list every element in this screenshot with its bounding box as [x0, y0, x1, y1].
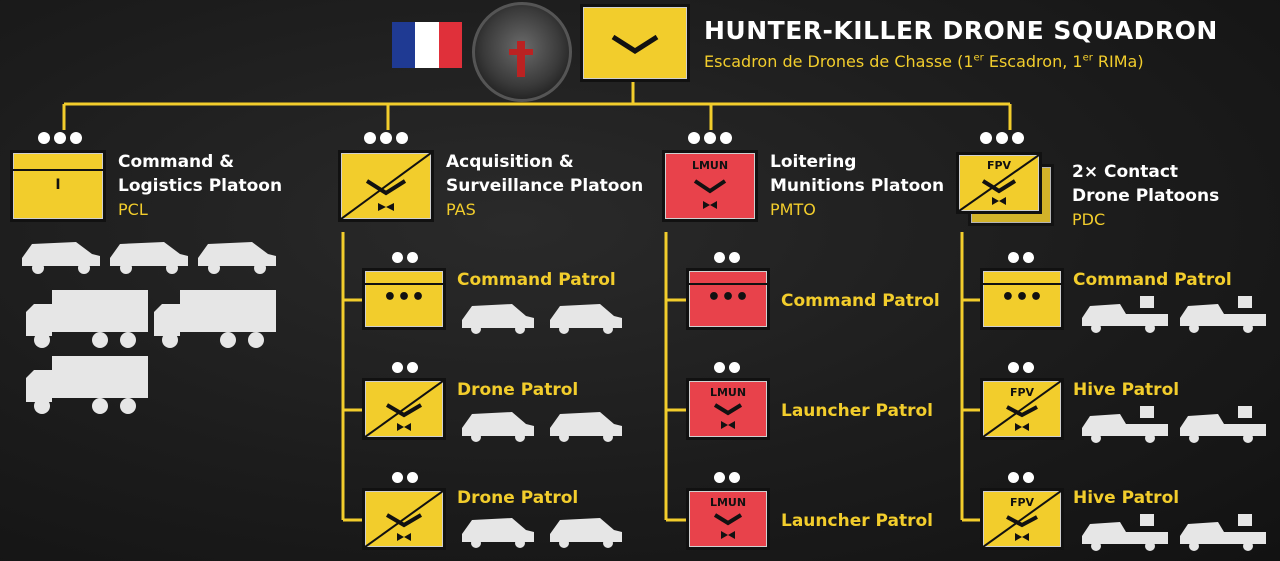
pmto-symbol: LMUN	[662, 150, 758, 222]
pdc-command-patrol-symbol: •••	[980, 268, 1064, 330]
patrol-echelon-dots	[1008, 362, 1034, 376]
patrol-echelon-dots	[1008, 472, 1034, 486]
truck-icon	[26, 290, 148, 348]
pas-symbol	[338, 150, 434, 222]
pdc-symbol: FPV	[956, 152, 1042, 214]
patrol-label: Launcher Patrol	[781, 401, 934, 421]
platoon-echelon-dots	[364, 132, 408, 146]
pickup-truck-icon	[1180, 406, 1266, 443]
truck-icon	[154, 290, 276, 348]
fpv-symbol-text: FPV	[1009, 386, 1035, 399]
drone-chevron-icon	[611, 34, 659, 54]
patrol-label: Drone Patrol	[457, 488, 579, 508]
light-vehicle-icon	[198, 242, 276, 274]
pmto-symbol-text: LMUN	[691, 159, 729, 172]
pdc-hive-patrol-symbol: FPV	[980, 378, 1064, 440]
regiment-emblem-icon	[472, 2, 572, 102]
patrol-label: Command Patrol	[457, 270, 616, 290]
fpv-drone-icon	[959, 155, 1039, 211]
lmun-symbol-text: LMUN	[709, 496, 747, 509]
patrol-echelon-dots	[714, 252, 740, 266]
fpv-drone-icon	[983, 381, 1061, 437]
platoon-label-pas: Acquisition &Surveillance Platoon PAS	[446, 152, 644, 219]
patrol-label: Hive Patrol	[1073, 488, 1180, 508]
light-vehicle-icon	[462, 412, 534, 442]
flag-white-stripe	[415, 22, 439, 68]
patrol-echelon-dots	[392, 362, 418, 376]
platoon-echelon-dots	[38, 132, 82, 146]
loitering-munition-icon	[713, 403, 743, 429]
light-vehicle-icon	[462, 518, 534, 548]
pcl-symbol: I	[10, 150, 106, 222]
fpv-drone-icon	[983, 491, 1061, 547]
lmun-symbol-text: LMUN	[709, 386, 747, 399]
patrol-label: Launcher Patrol	[781, 511, 934, 531]
patrol-label: Command Patrol	[1073, 270, 1232, 290]
light-vehicle-icon	[110, 242, 188, 274]
surveillance-drone-icon	[340, 152, 432, 220]
flag-red-stripe	[438, 22, 462, 68]
patrol-label: Command Patrol	[781, 291, 940, 311]
patrol-echelon-dots	[1008, 252, 1034, 266]
flag-blue-stripe	[392, 22, 416, 68]
pickup-truck-icon	[1180, 296, 1266, 333]
platoon-echelon-dots	[980, 132, 1024, 146]
pmto-launcher-patrol-symbol: LMUN	[686, 488, 770, 550]
pas-vehicles	[462, 304, 622, 548]
loitering-munition-icon	[713, 513, 743, 539]
light-vehicle-icon	[550, 518, 622, 548]
loitering-munition-icon	[693, 179, 727, 209]
french-flag	[392, 22, 462, 68]
light-vehicle-icon	[550, 304, 622, 334]
pickup-truck-icon	[1082, 514, 1168, 551]
surveillance-drone-icon	[364, 380, 444, 438]
pcl-vehicles	[22, 242, 276, 414]
light-vehicle-icon	[550, 412, 622, 442]
pas-drone-patrol-symbol	[362, 378, 446, 440]
cross-of-lorraine-icon	[509, 41, 533, 77]
patrol-echelon-dots	[392, 252, 418, 266]
pas-drone-patrol-symbol	[362, 488, 446, 550]
pickup-truck-icon	[1180, 514, 1266, 551]
pcl-symbol-text: I	[55, 177, 61, 193]
platoon-echelon-dots	[688, 132, 732, 146]
pdc-vehicles	[1082, 296, 1266, 551]
pdc-symbol-text: FPV	[986, 159, 1012, 172]
patrol-label: Hive Patrol	[1073, 380, 1180, 400]
patrol-label: Drone Patrol	[457, 380, 579, 400]
pmto-launcher-patrol-symbol: LMUN	[686, 378, 770, 440]
pickup-truck-icon	[1082, 406, 1168, 443]
pickup-truck-icon	[1082, 296, 1168, 333]
pdc-hive-patrol-symbol: FPV	[980, 488, 1064, 550]
pmto-command-patrol-symbol: •••	[686, 268, 770, 330]
patrol-echelon-dots	[392, 472, 418, 486]
platoon-label-pcl: Command &Logistics Platoon PCL	[118, 152, 283, 219]
truck-icon	[26, 356, 148, 414]
squadron-symbol	[580, 4, 690, 82]
light-vehicle-icon	[22, 242, 100, 274]
fpv-symbol-text: FPV	[1009, 496, 1035, 509]
patrol-echelon-dots	[714, 472, 740, 486]
page-subtitle: Escadron de Drones de Chasse (1er Escadr…	[704, 52, 1144, 71]
page-title: HUNTER-KILLER DRONE SQUADRON	[704, 16, 1218, 45]
patrol-echelon-dots	[714, 362, 740, 376]
light-vehicle-icon	[462, 304, 534, 334]
pas-command-patrol-symbol: •••	[362, 268, 446, 330]
surveillance-drone-icon	[364, 490, 444, 548]
